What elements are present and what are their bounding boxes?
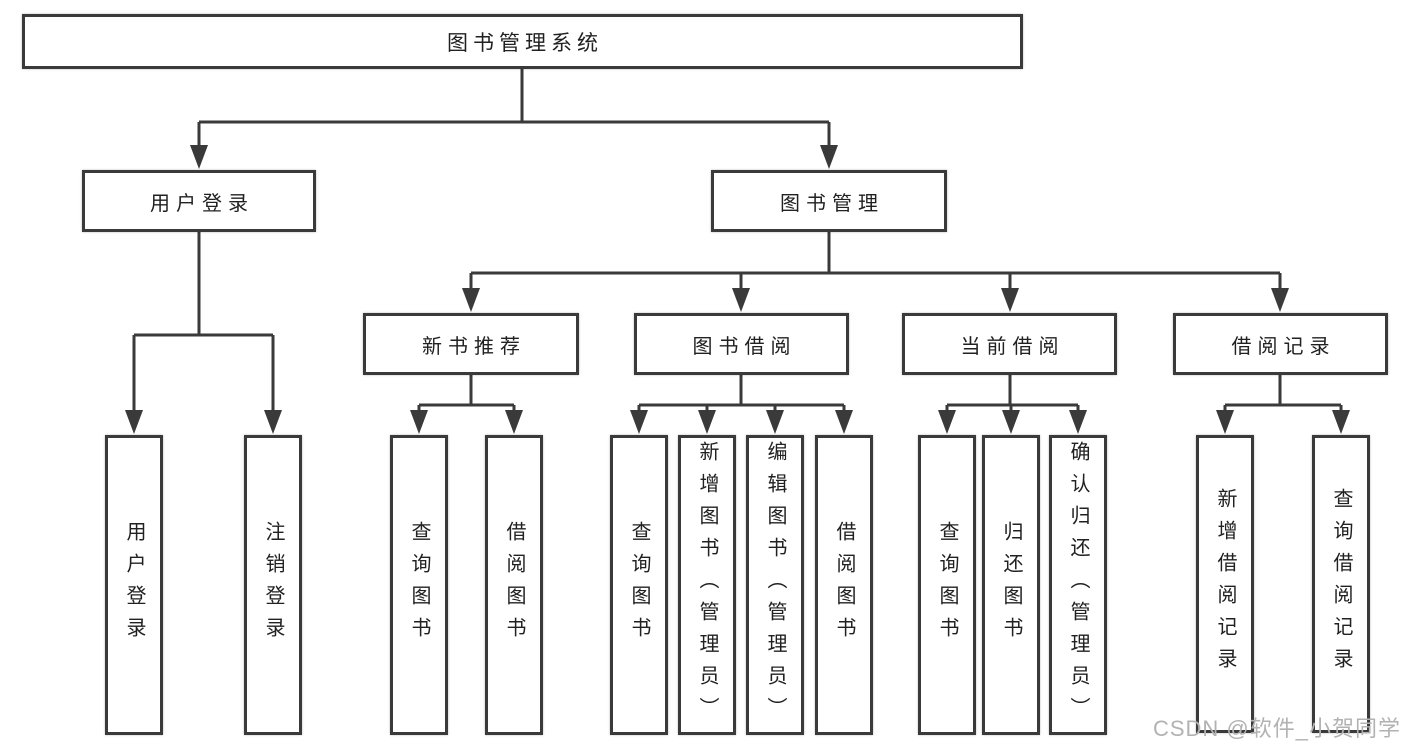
- leaf-borrowing-query-books: 查询图书: [610, 435, 668, 735]
- leaf-user-login: 用户登录: [105, 435, 163, 735]
- leaf-current-return-books: 归还图书: [982, 435, 1040, 735]
- leaf-borrowing-edit-books-admin: 编辑图书（管理员）: [746, 435, 804, 735]
- node-book-borrowing: 图书借阅: [634, 313, 849, 375]
- node-book-management: 图书管理: [711, 170, 947, 232]
- node-user-login: 用户登录: [82, 170, 316, 232]
- leaf-current-query-books: 查询图书: [918, 435, 976, 735]
- leaf-borrowing-add-books-admin: 新增图书（管理员）: [678, 435, 736, 735]
- leaf-records-add-borrow-record: 新增借阅记录: [1196, 435, 1254, 733]
- leaf-current-confirm-return-admin: 确认归还（管理员）: [1049, 435, 1107, 735]
- leaf-logout: 注销登录: [244, 435, 302, 735]
- leaf-recommend-query-books: 查询图书: [390, 435, 448, 735]
- leaf-recommend-borrow-books: 借阅图书: [485, 435, 543, 735]
- node-library-management-system: 图书管理系统: [22, 14, 1023, 69]
- watermark: CSDN @软件_小贺同学: [1152, 716, 1401, 741]
- leaf-borrowing-borrow-books: 借阅图书: [815, 435, 873, 735]
- node-current-borrowing: 当前借阅: [902, 313, 1117, 375]
- leaf-records-query-borrow-record: 查询借阅记录: [1312, 435, 1370, 733]
- node-new-book-recommendation: 新书推荐: [363, 313, 579, 375]
- node-borrowing-records: 借阅记录: [1173, 313, 1388, 375]
